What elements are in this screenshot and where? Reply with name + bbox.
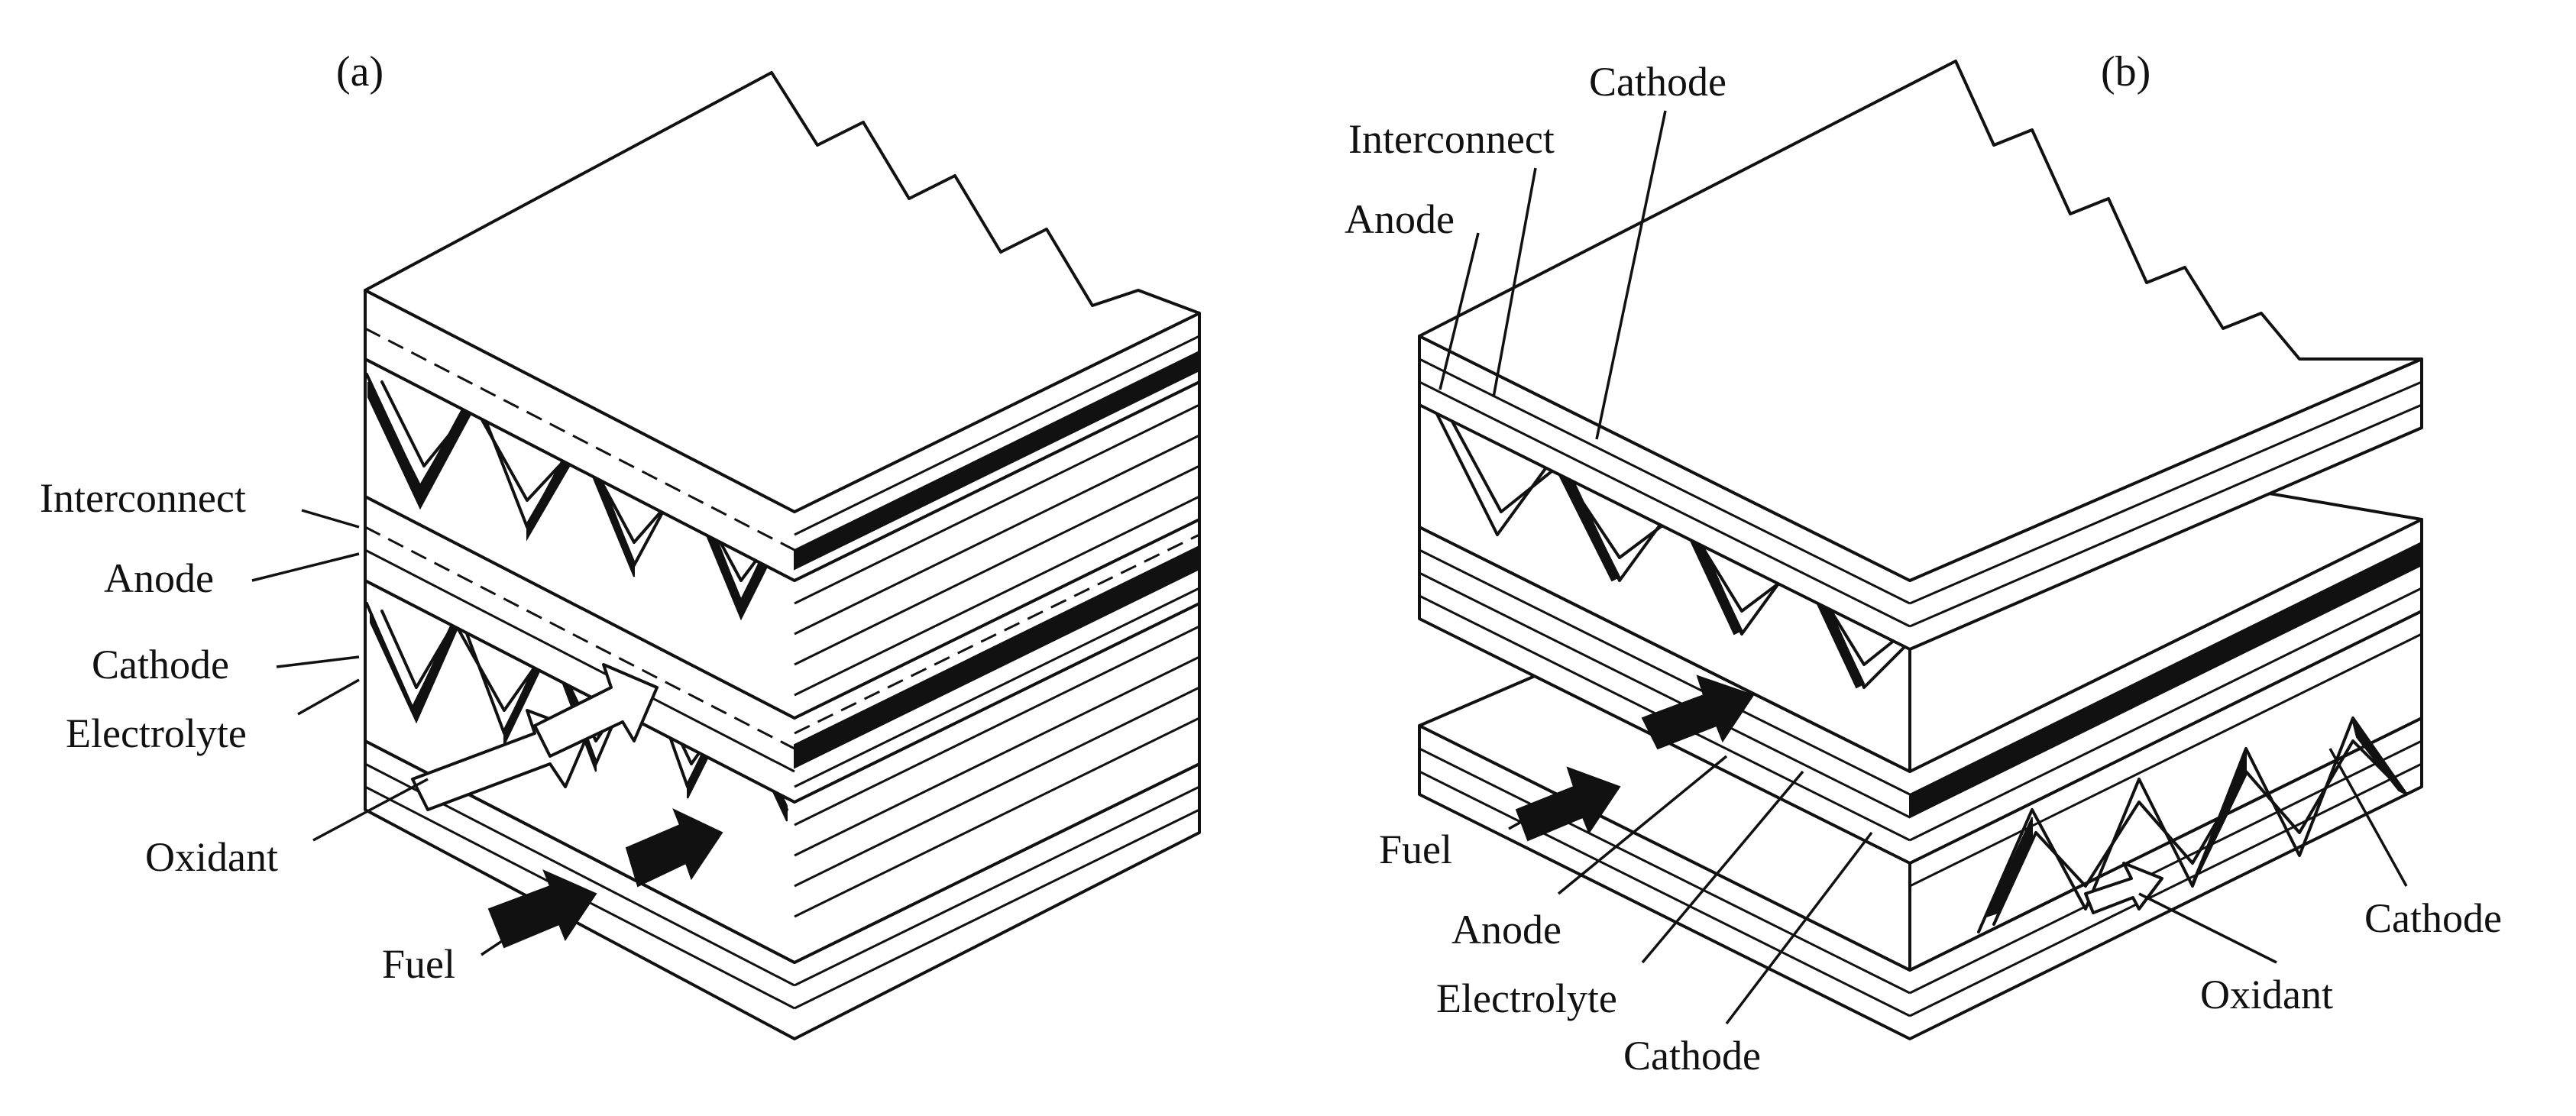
panel-b-top-plate: [1418, 60, 2423, 651]
panel-a-top-plate: [364, 71, 1201, 582]
panel-a-label-fuel: Fuel: [382, 941, 455, 987]
panel-b-tag: (b): [2101, 48, 2150, 95]
panel-b-leader-cathode-right: [2328, 748, 2408, 887]
panel-b-lower-channels: [1908, 610, 2423, 972]
panel-b-leader-anode-top: [1438, 232, 1480, 390]
panel-b-label-fuel: Fuel: [1379, 826, 1452, 872]
panel-a-label-electrolyte: Electrolyte: [66, 710, 247, 756]
panel-b-planar-stack: (b) Cathode Interconnect Anode Fuel Anod…: [1345, 48, 2502, 1079]
panel-a-leader-electrolyte: [297, 678, 360, 716]
panel-b-label-cathode-top: Cathode: [1589, 59, 1727, 105]
panel-b-label-cathode-bottom: Cathode: [1623, 1033, 1761, 1079]
panel-b-leader-oxidant: [2138, 892, 2277, 964]
panel-a-leader-fuel: [481, 923, 528, 956]
panel-a-label-cathode: Cathode: [92, 642, 229, 687]
panel-b-leader-interconnect: [1492, 167, 1537, 398]
panel-a-label-interconnect: Interconnect: [40, 475, 246, 521]
panel-b-fuel-arrow: [1515, 674, 1755, 842]
panel-b-leader-electrolyte: [1641, 770, 1804, 964]
panel-a-middle-plate: [364, 495, 1201, 804]
panel-a-planar-stack: (a) Interconnect Anode Cathode Electroly…: [40, 48, 1201, 1040]
panel-a-leader-interconnect: [301, 509, 360, 529]
panel-a-label-oxidant: Oxidant: [145, 834, 278, 880]
panel-b-leader-fuel: [1508, 808, 1544, 830]
panel-b-leader-anode-bottom: [1557, 755, 1728, 895]
panel-b-leader-cathode-top: [1595, 110, 1667, 440]
panel-b-label-anode-bottom: Anode: [1451, 907, 1561, 953]
panel-a-leader-cathode: [276, 655, 360, 668]
panel-b-label-interconnect: Interconnect: [1348, 116, 1555, 162]
panel-a-leader-anode: [251, 552, 360, 582]
panel-a-oxidant-arrow: [411, 663, 659, 811]
panel-b-leader-cathode-bottom: [1725, 831, 1873, 1025]
panel-a-tag: (a): [336, 48, 383, 95]
panel-b-label-anode-top: Anode: [1345, 196, 1455, 242]
panel-b-label-electrolyte: Electrolyte: [1436, 975, 1617, 1021]
panel-a-leader-oxidant: [312, 778, 429, 842]
panel-a-fuel-arrow: [487, 807, 723, 949]
panel-a-label-anode: Anode: [104, 555, 214, 601]
panel-b-label-cathode-right: Cathode: [2364, 895, 2502, 941]
panel-b-oxidant-arrow: [2084, 862, 2163, 914]
panel-b-label-oxidant: Oxidant: [2200, 972, 2333, 1017]
